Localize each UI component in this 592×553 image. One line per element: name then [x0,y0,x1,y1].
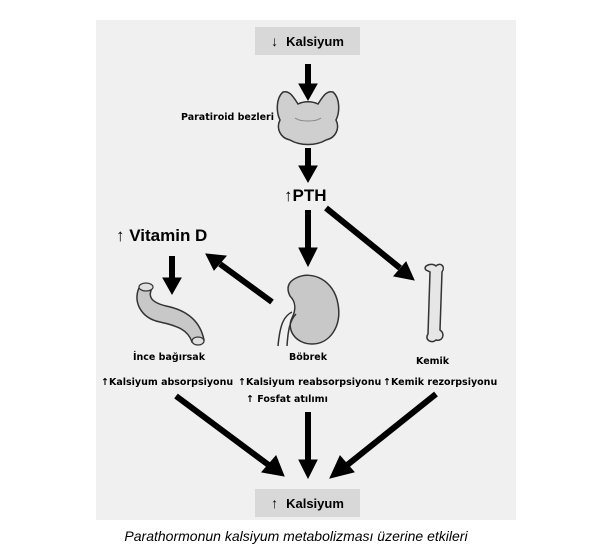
pth-label: PTH [292,186,327,205]
top-calcium-label: Kalsiyum [286,33,344,49]
kidney-icon [277,274,340,347]
kidney-effect: ↑Kalsiyum reabsorpsiyonu [238,377,382,388]
gland-label: Paratiroid bezleri [181,112,275,123]
bone-label: Kemik [416,356,450,367]
up-arrow-icon: ↑ [271,495,279,511]
arrow-bone-to-calcium [329,391,438,479]
arrow-pth-to-kidney [298,210,318,268]
up-arrow-icon: ↑ [284,186,293,205]
arrows [162,64,438,480]
up-arrow-icon: ↑ [238,377,246,388]
intestine-label: İnce bağırsak [133,352,206,363]
intestine-effect: ↑Kalsiyum absorpsiyonu [101,377,234,388]
vitamin-label-group: ↑ Vitamin D [116,226,207,246]
up-arrow-icon: ↑ [101,377,109,388]
arrow-kidney-to-calcium [298,412,318,480]
bottom-calcium-box: ↑ Kalsiyum [255,489,360,517]
arrow-kidney-to-vitamin [205,253,274,305]
arrow-vitamin-to-intestine [162,256,182,296]
top-calcium-box: ↓ Kalsiyum [255,27,360,55]
down-arrow-icon: ↓ [271,33,279,49]
arrow-gland-to-pth [298,148,318,184]
intestine-icon [136,282,205,346]
vitamin-label: Vitamin D [129,226,208,245]
arrow-intestine-to-calcium [174,393,285,477]
up-arrow-icon: ↑ [116,226,125,245]
bone-effect: ↑Kemik rezorpsiyonu [383,377,498,388]
arrow-pth-to-bone [324,205,415,281]
figure-caption: Parathormonun kalsiyum metabolizması üze… [124,528,468,544]
bottom-calcium-label: Kalsiyum [286,495,344,511]
up-arrow-icon: ↑ [383,377,391,388]
bone-icon [424,263,445,343]
kidney-label: Böbrek [289,352,328,363]
pth-label-group: ↑PTH [284,186,327,206]
arrow-calcium-to-gland [298,64,318,102]
parathyroid-gland-icon [276,90,340,146]
up-arrow-icon: ↑ [246,394,254,405]
kidney-effect-2: ↑ Fosfat atılımı [246,394,328,405]
